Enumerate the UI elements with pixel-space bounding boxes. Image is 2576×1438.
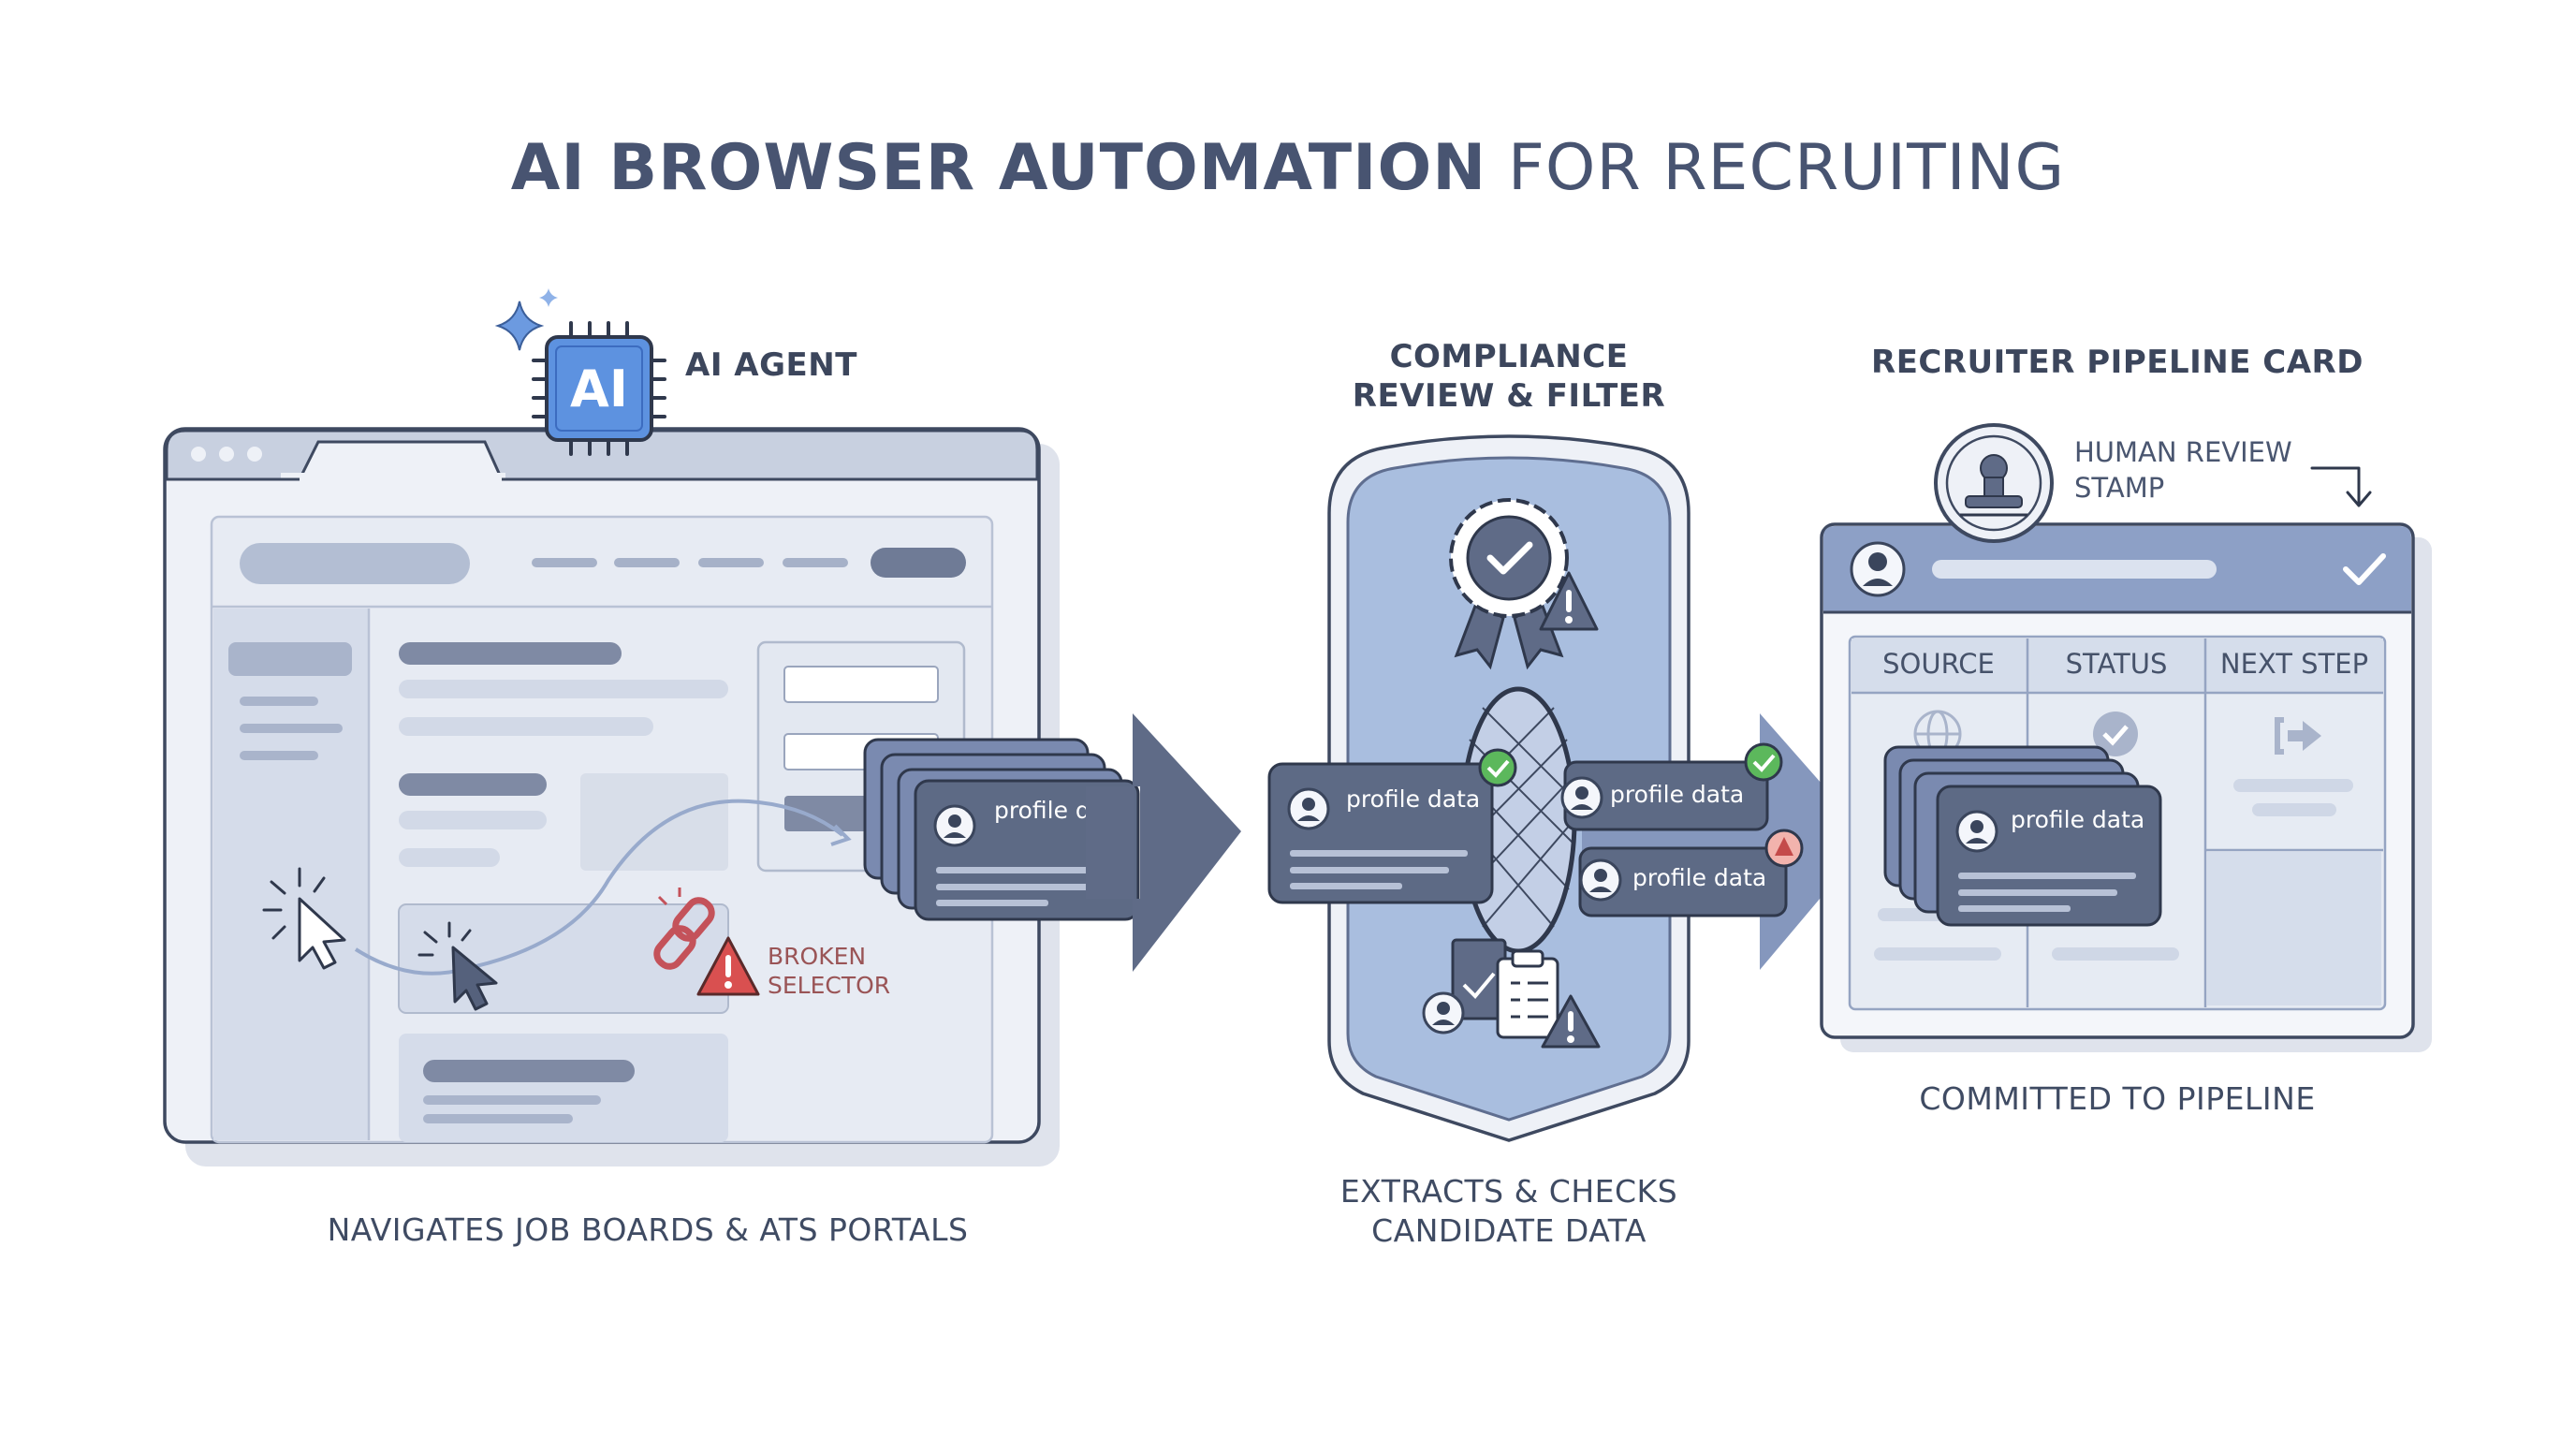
profile-card-label: profile data (2011, 806, 2144, 833)
sparkle-icon (494, 288, 558, 351)
column-header-next-step: NEXT STEP (2219, 648, 2369, 680)
award-badge-icon (1449, 498, 1569, 670)
checkmark-icon (2093, 712, 2138, 756)
profile-card-label: profile data (1610, 781, 1744, 808)
broken-selector-label: BROKEN SELECTOR (768, 942, 890, 1000)
cursor-icon (262, 867, 346, 970)
stamp-icon (1934, 423, 2054, 543)
compliance-heading-line1: COMPLIANCE (1389, 338, 1629, 375)
profile-card-flagged: profile data (1578, 829, 1804, 917)
checkmark-icon (1744, 742, 1783, 782)
human-review-line1: HUMAN REVIEW (2074, 436, 2292, 468)
caption-navigates: NAVIGATES JOB BOARDS & ATS PORTALS (327, 1211, 969, 1248)
user-icon (1422, 991, 1465, 1034)
warning-icon (1541, 994, 1601, 1049)
broken-selector-line2: SELECTOR (768, 972, 891, 999)
caption-extracts: EXTRACTS & CHECKS CANDIDATE DATA (1275, 1172, 1743, 1251)
compliance-heading: COMPLIANCE REVIEW & FILTER (1322, 337, 1696, 416)
compliance-heading-line2: REVIEW & FILTER (1352, 377, 1666, 415)
pipeline-heading: RECRUITER PIPELINE CARD (1871, 344, 2364, 381)
clipboard-icon (1451, 938, 1559, 1039)
diagram-title: AI BROWSER AUTOMATION FOR RECRUITING (0, 131, 2576, 205)
warning-icon (1539, 571, 1599, 631)
column-header-source: SOURCE (1882, 648, 1995, 680)
human-review-label: HUMAN REVIEW STAMP (2074, 434, 2292, 506)
caption-extracts-line2: CANDIDATE DATA (1371, 1212, 1647, 1249)
checkmark-icon (1478, 748, 1517, 787)
profile-card-input: profile data (1269, 748, 1517, 902)
ai-chip-text: AI (570, 360, 628, 418)
profile-card-stack-right: profile data (1883, 745, 2160, 925)
compliance-shield (1327, 434, 1690, 1142)
column-header-status: STATUS (2065, 648, 2168, 680)
title-bold: AI BROWSER AUTOMATION (510, 131, 1487, 205)
cursor-icon (417, 921, 498, 1011)
checkmark-icon (2343, 553, 2386, 585)
flow-arrow-2 (1582, 713, 1870, 970)
broken-link-icon (653, 888, 715, 970)
user-icon (1850, 541, 1906, 597)
warning-icon (696, 936, 760, 996)
browser-window (163, 427, 1060, 1167)
ai-agent-label: AI AGENT (685, 346, 857, 384)
profile-card-label: profile data (1346, 785, 1480, 813)
caption-committed: COMMITTED TO PIPELINE (1919, 1080, 2316, 1117)
flow-arrow-1 (1133, 713, 1241, 972)
title-rest: FOR RECRUITING (1507, 131, 2066, 205)
corner-arrow-icon (2310, 466, 2372, 507)
broken-selector-line1: BROKEN (768, 943, 867, 970)
window-dot-3 (247, 447, 262, 462)
human-review-line2: STAMP (2074, 472, 2165, 504)
exit-arrow-icon (2275, 717, 2321, 755)
ai-chip-icon: AI (532, 321, 666, 456)
profile-card-passed: profile data (1560, 742, 1783, 831)
window-dot-1 (191, 447, 206, 462)
profile-card-label: profile data (1632, 864, 1766, 891)
window-dot-2 (219, 447, 234, 462)
caption-extracts-line1: EXTRACTS & CHECKS (1339, 1173, 1678, 1210)
